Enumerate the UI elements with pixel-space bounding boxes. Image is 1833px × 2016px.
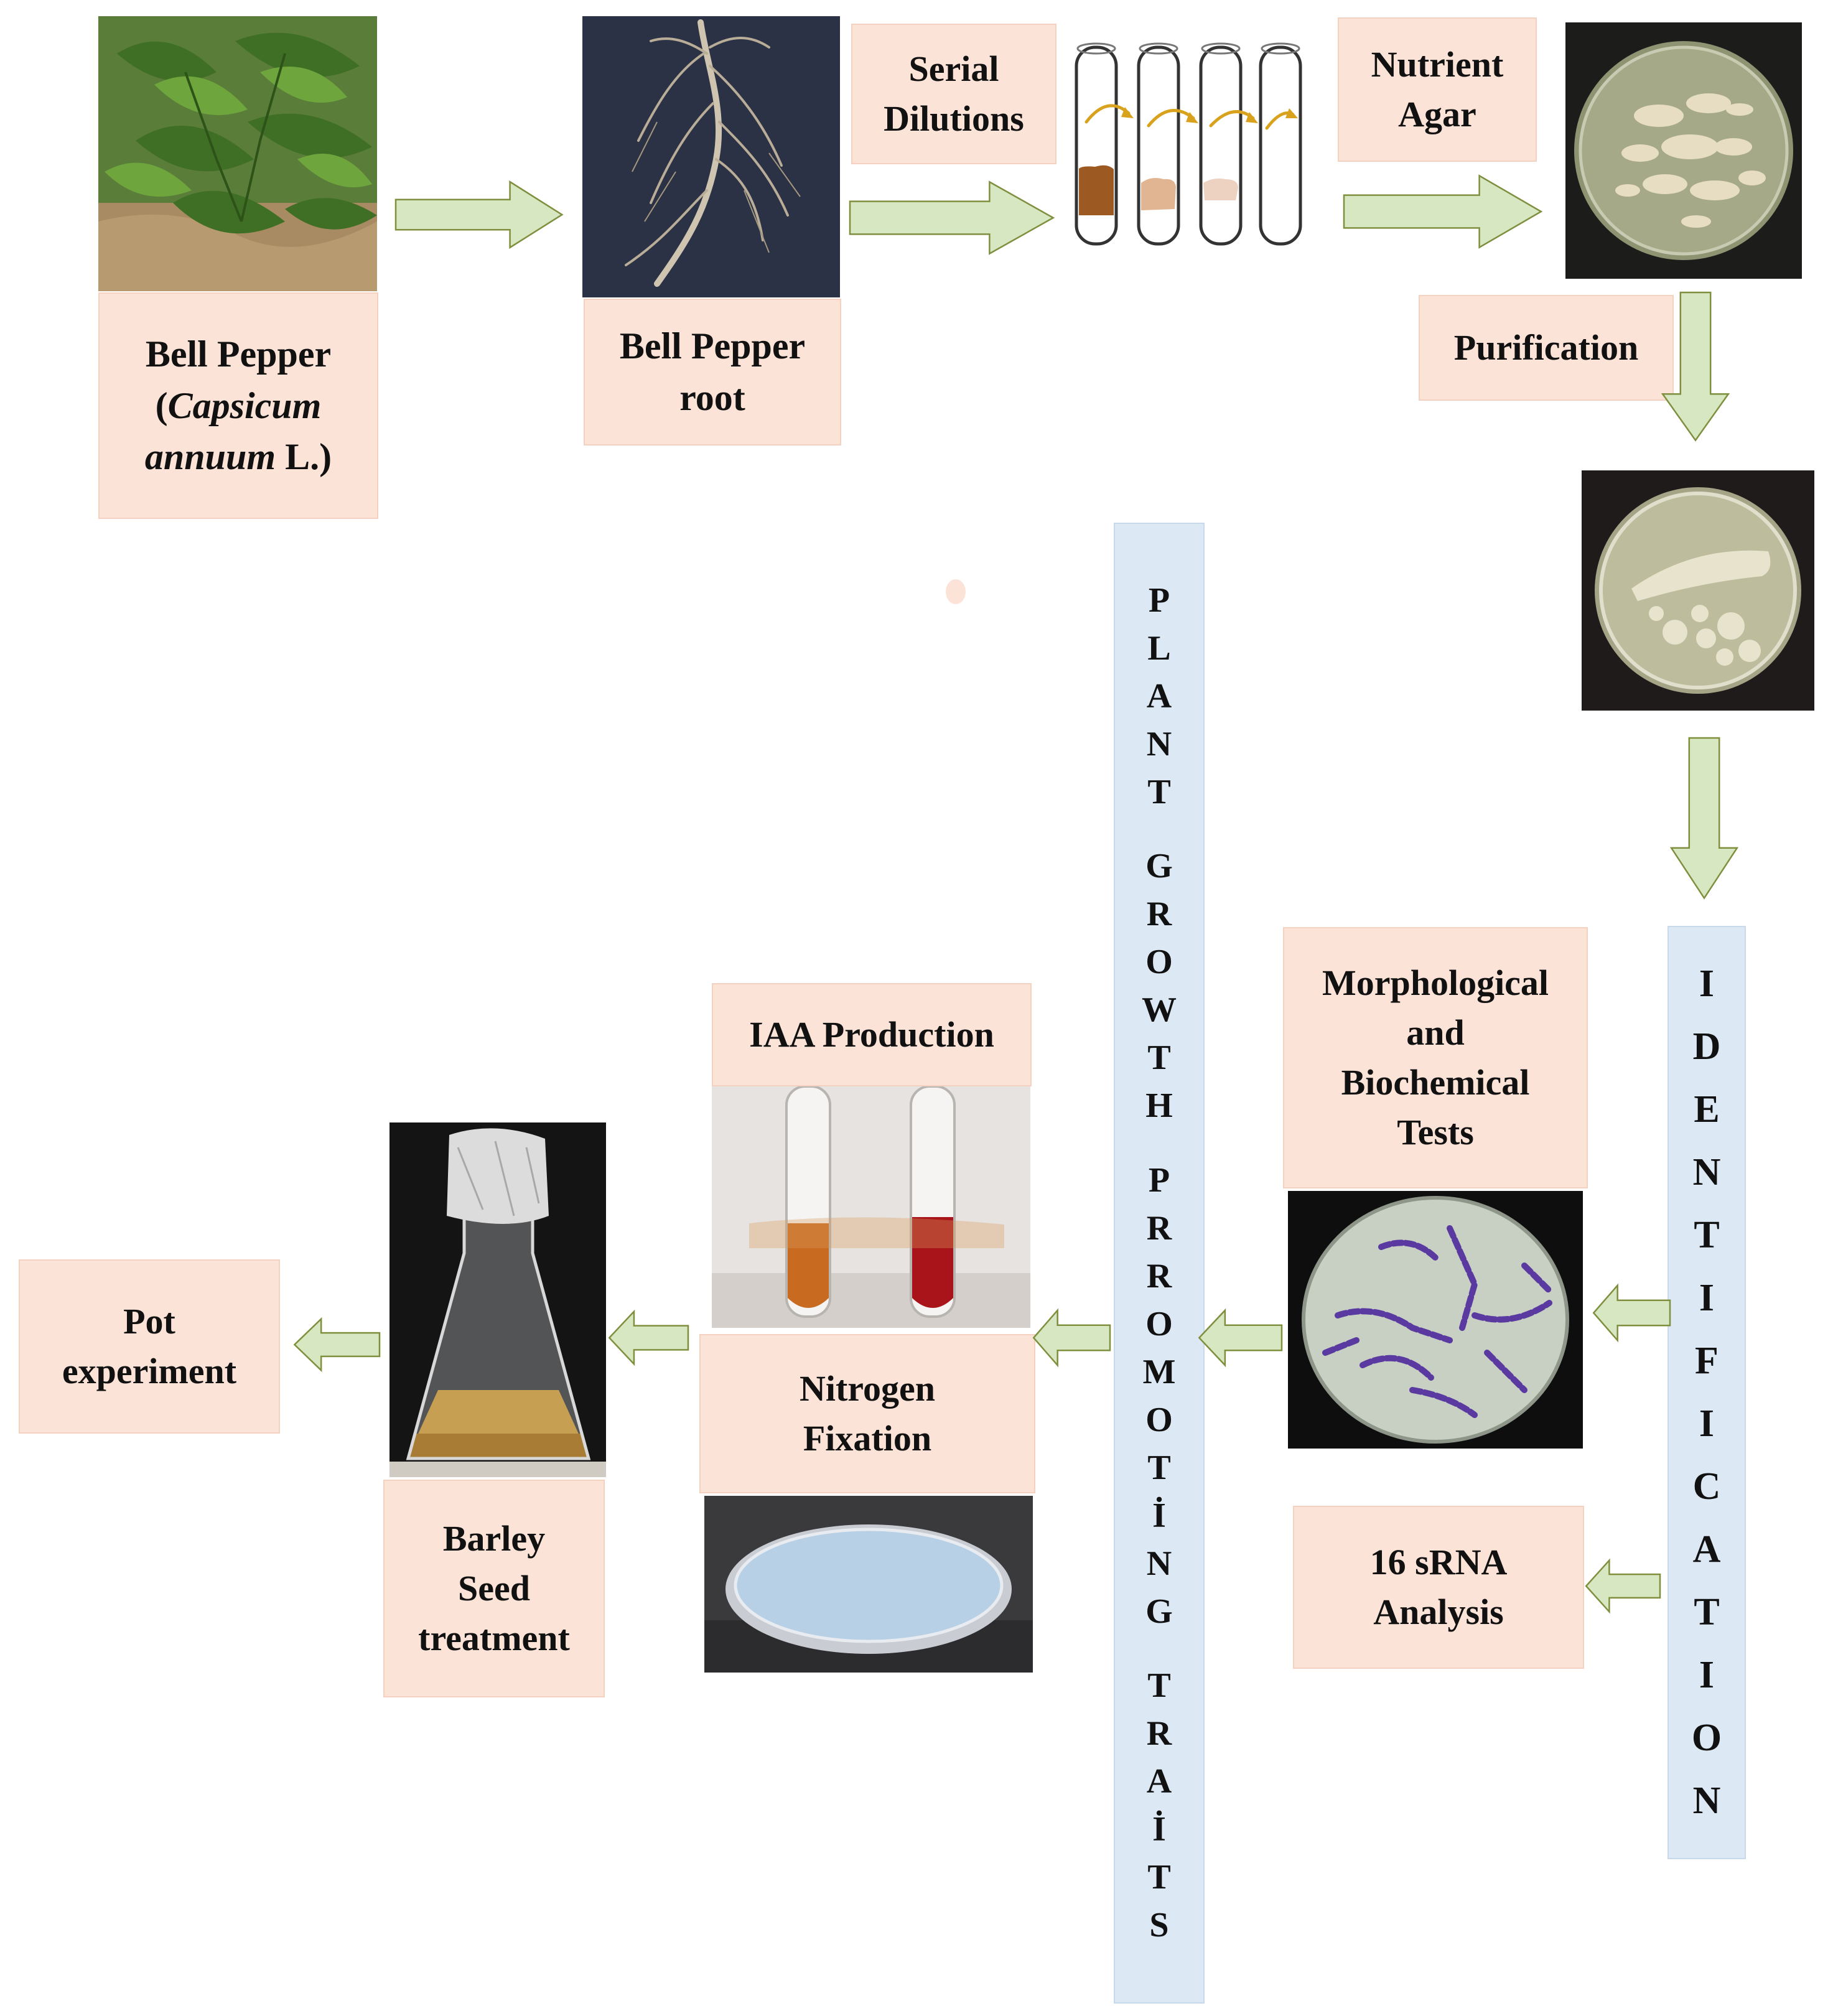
arrow-plant-to-root [396, 180, 564, 249]
arrow-dilutions-to-agar [1344, 174, 1543, 249]
flask-culture-photo [389, 1122, 606, 1477]
decorative-dot [943, 576, 968, 607]
nutrient-agar-label: Nutrient Agar [1338, 17, 1537, 162]
microscopy-image [1288, 1191, 1583, 1449]
bell-pepper-label: Bell Pepper (Capsicum annuum L.) [98, 292, 378, 519]
bell-pepper-plant-photo [98, 16, 377, 291]
arrow-root-to-dilutions [850, 180, 1055, 255]
arrow-pgp-to-iaa [1033, 1309, 1110, 1366]
bell-pepper-root-label: Bell Pepper root [584, 299, 841, 446]
pot-experiment-label: Pot experiment [19, 1259, 280, 1434]
arrow-iaa-to-barley [609, 1310, 688, 1365]
nitrogen-fixation-label: Nitrogen Fixation [699, 1334, 1035, 1493]
arrow-identification-to-morph [1593, 1284, 1670, 1342]
serial-dilutions-label: Serial Dilutions [851, 24, 1056, 164]
barley-seed-treatment-label: Barley Seed treatment [383, 1480, 605, 1697]
purified-culture-plate-photo [1582, 470, 1814, 711]
16s-rna-analysis-label: 16 sRNA Analysis [1293, 1506, 1584, 1669]
dilution-tubes-illustration [1070, 35, 1307, 249]
arrow-agar-to-purification [1661, 292, 1730, 442]
arrow-morph-to-pgp [1198, 1309, 1282, 1366]
bell-pepper-name: Bell Pepper [145, 333, 332, 375]
purification-label: Purification [1419, 295, 1674, 401]
bell-pepper-root-photo [582, 16, 840, 297]
nitrogen-fixation-plate-photo [704, 1496, 1033, 1673]
arrow-identification-to-rna [1585, 1559, 1660, 1613]
iaa-production-label: IAA Production [712, 983, 1032, 1086]
species-epithet: annuum [144, 436, 276, 478]
arrow-purified-to-identification [1670, 738, 1738, 900]
species-genus: Capsicum [167, 385, 322, 426]
nutrient-agar-plate-photo [1565, 22, 1802, 279]
morphological-biochemical-tests-label: Morphological and Biochemical Tests [1283, 927, 1588, 1188]
arrow-barley-to-pot [294, 1318, 380, 1371]
iaa-tubes-photo [712, 1086, 1030, 1328]
